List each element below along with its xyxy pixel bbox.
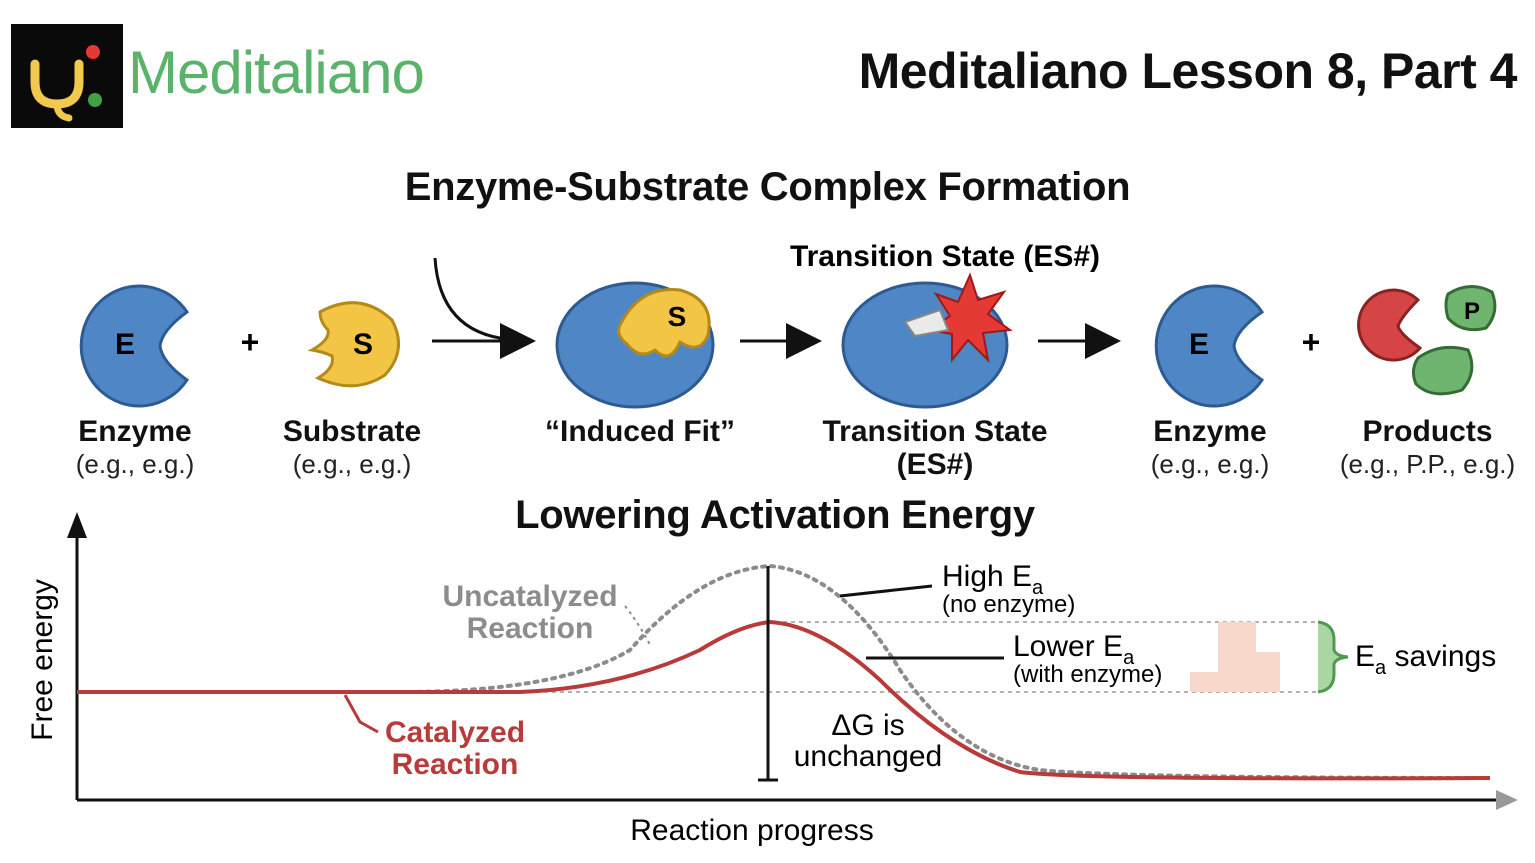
savings-bar-tall	[1218, 622, 1256, 692]
enzyme-shape-1: E	[79, 284, 190, 408]
svg-text:(no enzyme): (no enzyme)	[942, 591, 1075, 618]
x-axis-label: Reaction progress	[630, 814, 873, 847]
enzyme-shape-2: E	[1154, 284, 1265, 408]
svg-text:unchanged: unchanged	[794, 740, 942, 773]
step-label-enzyme: Enzyme (e.g., e.g.)	[75, 415, 195, 479]
catalyzed-label: Catalyzed	[385, 716, 525, 749]
savings-brace	[1317, 620, 1349, 694]
savings-bar-mid	[1256, 652, 1280, 692]
substrate-shape: S	[307, 301, 401, 388]
brand-name: Meditaliano	[128, 39, 425, 106]
y-axis-label: Free energy	[26, 579, 59, 741]
delta-g-label: ΔG is	[831, 709, 904, 742]
savings-bar-low	[1190, 672, 1218, 692]
uncatalyzed-label: Uncatalyzed	[442, 580, 617, 613]
plus-sign-1: +	[241, 324, 260, 360]
svg-text:Reaction: Reaction	[392, 748, 519, 781]
high-ea-label: High Ea	[942, 560, 1044, 599]
section2-title: Lowering Activation Energy	[515, 493, 1035, 537]
enzyme-diagram: Transition State (ES#) E + S S E + P	[79, 240, 1497, 409]
svg-text:S: S	[353, 328, 373, 361]
catalyzed-curve	[77, 619, 1491, 781]
step-label-transition: Transition State (ES#)	[822, 415, 1048, 481]
step-label-induced-fit: “Induced Fit”	[545, 415, 735, 448]
svg-text:E: E	[1189, 328, 1209, 361]
svg-text:Reaction: Reaction	[467, 612, 594, 645]
step-label-products: Products (e.g., P.P., e.g.)	[1339, 415, 1516, 479]
step-label-substrate: Substrate (e.g., e.g.)	[282, 415, 422, 479]
lower-ea-label: Lower Ea	[1013, 630, 1135, 669]
lesson-title: Meditaliano Lesson 8, Part 4	[858, 43, 1518, 99]
curved-arrow	[433, 257, 521, 342]
energy-diagram: Free energy Reaction progress Uncatalyze…	[26, 512, 1518, 847]
svg-text:(with enzyme): (with enzyme)	[1013, 661, 1162, 688]
step-label-enzyme-2: Enzyme (e.g., e.g.)	[1150, 415, 1270, 479]
transition-state-shape	[841, 272, 1013, 409]
section1-title: Enzyme-Substrate Complex Formation	[404, 165, 1131, 209]
plus-sign-2: +	[1302, 324, 1321, 360]
induced-fit-shape: S	[555, 281, 715, 409]
svg-text:E: E	[115, 328, 135, 361]
brand-logo	[11, 24, 123, 128]
x-axis-arrow	[1496, 790, 1518, 810]
svg-text:S: S	[668, 301, 687, 332]
uncatalyzed-curve	[398, 563, 1492, 780]
savings-label: Ea savings	[1355, 640, 1496, 679]
stethoscope-icon	[30, 45, 102, 122]
products-shapes: P	[1357, 285, 1497, 396]
transition-heading: Transition State (ES#)	[790, 240, 1100, 273]
svg-text:P: P	[1464, 298, 1480, 325]
y-axis-arrow	[67, 512, 87, 538]
